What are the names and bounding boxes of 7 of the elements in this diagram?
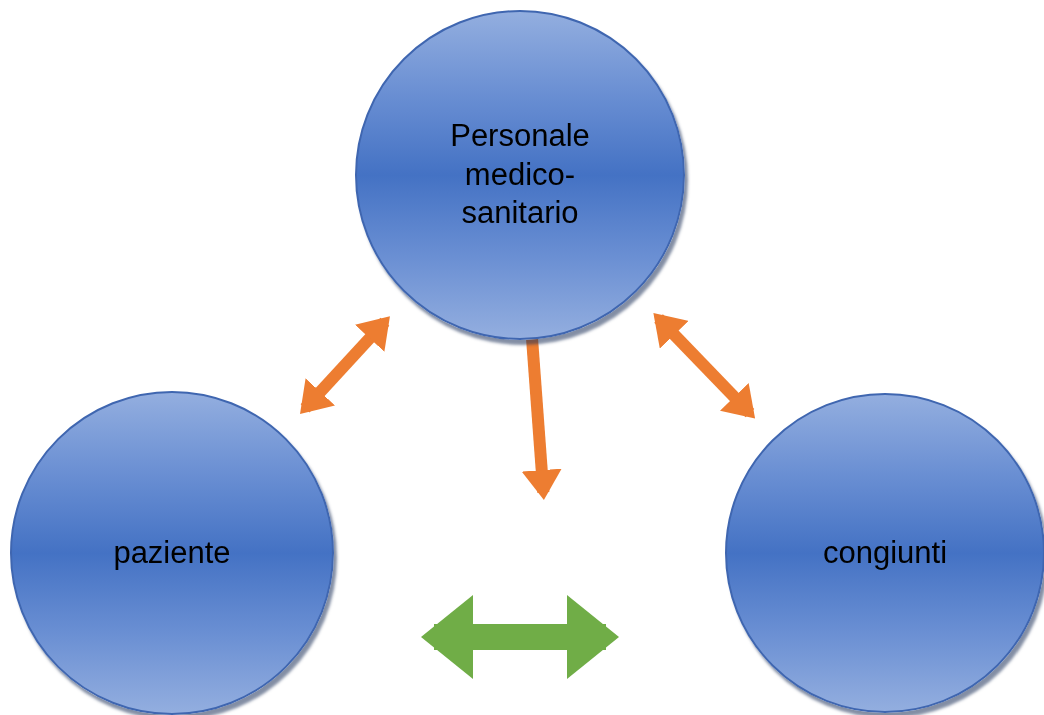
node-label: congiunti: [821, 533, 949, 572]
arrow: [521, 339, 562, 501]
node-label: paziente: [112, 533, 232, 572]
arrow: [653, 313, 756, 419]
node-label: Personale medico-sanitario: [449, 116, 591, 233]
arrow: [421, 595, 619, 679]
arrow: [300, 316, 390, 414]
